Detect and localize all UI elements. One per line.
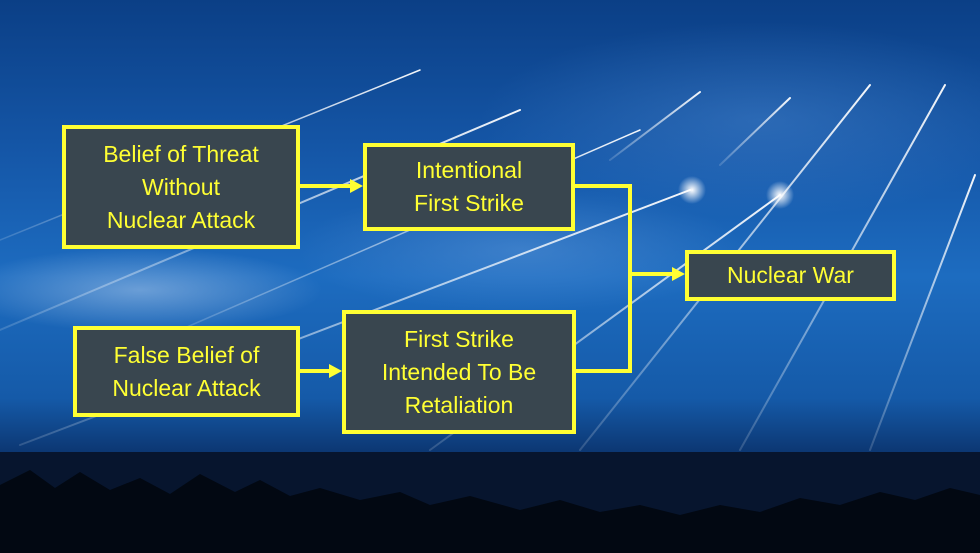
node-label: Belief of Threat Without Nuclear Attack xyxy=(103,140,259,233)
arrowhead xyxy=(350,179,363,193)
node-label: First Strike Intended To Be Retaliation xyxy=(381,325,537,418)
connectors xyxy=(300,184,677,373)
node-label: False Belief of Nuclear Attack xyxy=(112,341,261,401)
arrowhead xyxy=(672,267,685,281)
foliage-silhouette xyxy=(0,470,980,553)
connector-merge xyxy=(575,184,632,373)
node-belief-of-threat: Belief of Threat Without Nuclear Attack xyxy=(62,125,300,249)
node-nuclear-war: Nuclear War xyxy=(685,250,896,301)
flare-glow xyxy=(678,176,706,204)
arrowheads xyxy=(329,179,685,378)
flare-glow xyxy=(766,181,794,209)
node-label: Intentional First Strike xyxy=(414,157,524,216)
arrowhead xyxy=(329,364,342,378)
node-false-belief: False Belief of Nuclear Attack xyxy=(73,326,300,417)
node-first-strike-retaliation: First Strike Intended To Be Retaliation xyxy=(342,310,576,434)
node-label: Nuclear War xyxy=(727,262,854,288)
node-intentional-first-strike: Intentional First Strike xyxy=(363,143,575,231)
